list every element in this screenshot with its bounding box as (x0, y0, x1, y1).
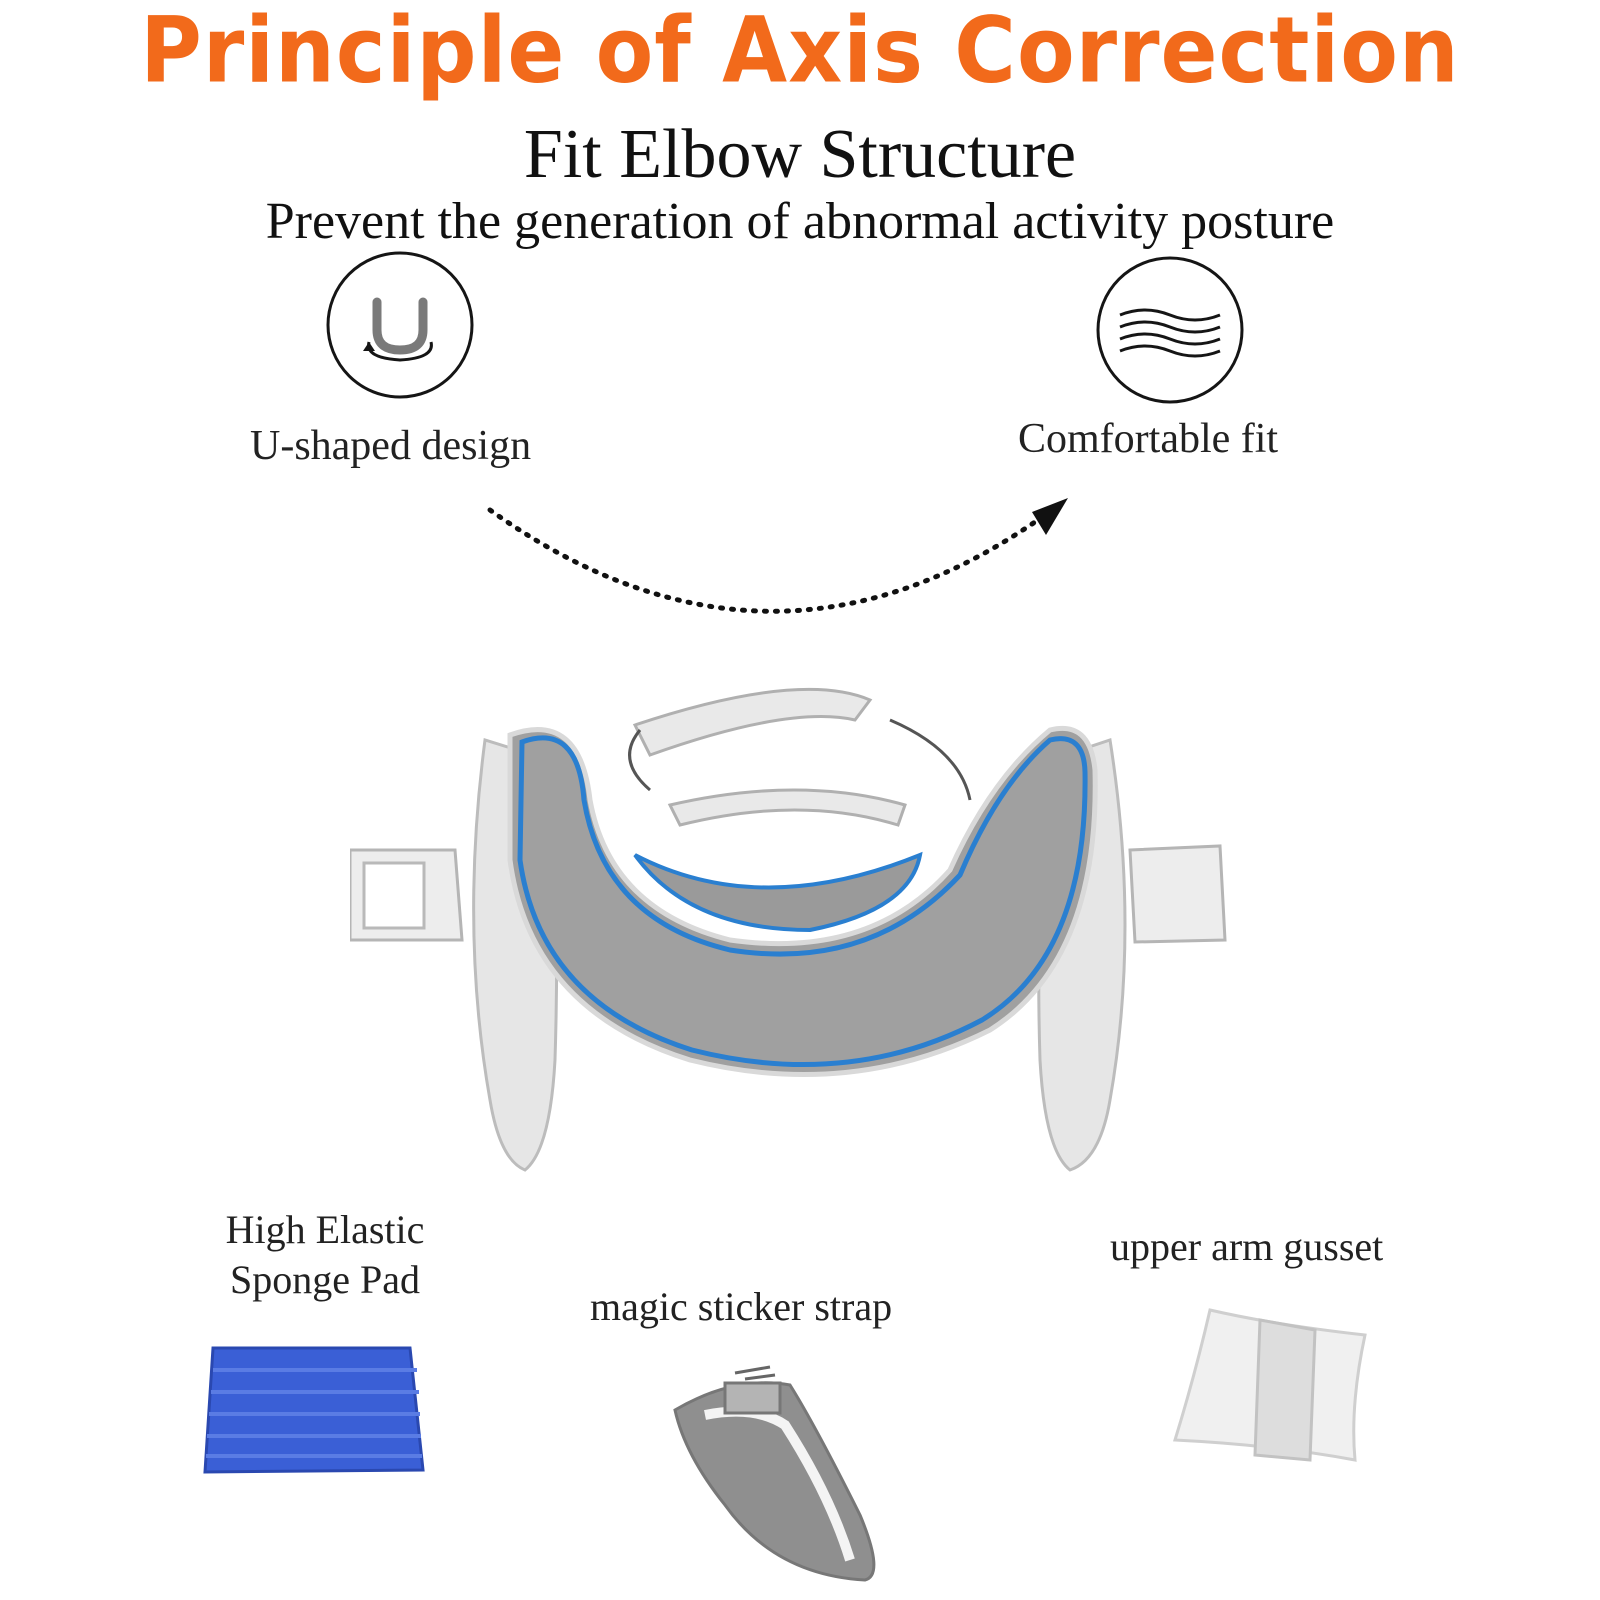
part-label-sponge-line2: Sponge Pad (230, 1257, 420, 1302)
feature-comfortable-fit (1095, 255, 1245, 405)
part-label-sponge-pad: High Elastic Sponge Pad (180, 1205, 470, 1305)
page-title: Principle of Axis Correction (140, 0, 1460, 103)
elbow-brace-image (350, 680, 1250, 1190)
part-label-gusset: upper arm gusset (1110, 1224, 1384, 1269)
wave-lines-icon (1096, 256, 1244, 404)
u-shape-rotate-icon (326, 251, 474, 399)
dotted-arrow (470, 490, 1090, 640)
feature-label-comfortable-fit: Comfortable fit (1018, 416, 1279, 462)
part-label-strap: magic sticker strap (590, 1284, 893, 1329)
arm-gusset-image (1165, 1295, 1385, 1495)
page-subtitle: Fit Elbow Structure (523, 116, 1077, 193)
feature-label-u-shaped: U-shaped design (250, 423, 532, 469)
velcro-strap-image (665, 1365, 925, 1585)
page-tagline: Prevent the generation of abnormal activ… (265, 193, 1335, 250)
part-label-sponge-line1: High Elastic (225, 1207, 425, 1252)
feature-u-shaped (325, 250, 475, 400)
sponge-pad-image (195, 1340, 435, 1480)
